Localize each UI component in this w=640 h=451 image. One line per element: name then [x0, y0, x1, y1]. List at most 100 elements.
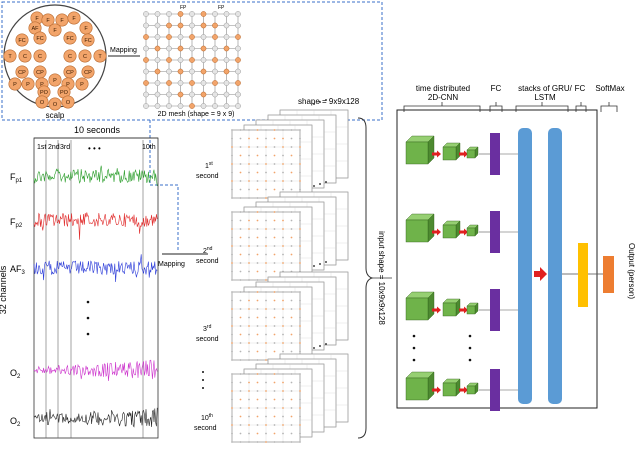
mesh-card-node — [231, 171, 233, 174]
mesh-card-node — [299, 407, 301, 409]
mesh-card-node — [256, 390, 259, 392]
electrode — [78, 49, 92, 63]
mesh-card-node — [299, 219, 301, 222]
electrode-label: CP — [36, 70, 44, 76]
channel-ellipsis-dot — [86, 300, 90, 304]
mesh-node — [166, 68, 172, 75]
cnn-cube-front — [442, 302, 457, 317]
softmax-label: SoftMax — [595, 84, 624, 93]
mesh-card-node — [231, 279, 233, 281]
mesh-node — [166, 91, 172, 98]
mesh-card-node — [231, 188, 233, 191]
second-label-3-word: second — [196, 336, 219, 343]
fc1-bar — [490, 369, 500, 411]
mesh-node — [223, 34, 230, 40]
mesh-card-node — [282, 291, 284, 293]
mesh-card-node — [239, 154, 242, 157]
mesh-node — [235, 68, 241, 75]
cnn-red-arrow — [459, 306, 468, 314]
eeg-mark-2nd: 2nd — [48, 144, 60, 151]
mesh-card-node — [290, 236, 293, 239]
cnn-ellipsis-dot — [412, 358, 416, 362]
eeg-plot-frame — [33, 137, 159, 439]
mesh-card-node — [273, 253, 276, 256]
stack-depth-dot — [325, 343, 327, 345]
electrode-label: FC — [66, 36, 73, 42]
mesh-card-node — [290, 390, 293, 392]
mesh-card-node — [265, 270, 267, 273]
mesh-card-node — [282, 219, 284, 222]
mesh-card-node — [256, 270, 259, 273]
mesh-node — [212, 68, 218, 75]
mesh-card-node — [248, 279, 250, 281]
mesh-card-node — [248, 228, 250, 230]
mesh-card-node — [239, 236, 242, 239]
mesh-card-node — [256, 228, 259, 230]
mesh-card-node — [273, 432, 276, 435]
mesh-card-node — [299, 299, 301, 302]
mesh-card-node — [231, 373, 233, 375]
mesh-card-node — [290, 245, 293, 247]
mesh-card-node — [256, 236, 259, 239]
mesh-card-node — [265, 154, 267, 157]
mesh-card-node — [248, 270, 250, 273]
cnn-ellipsis-dot — [412, 334, 416, 338]
mesh-card-node — [290, 441, 293, 443]
stack-depth-dot — [319, 183, 321, 185]
mesh-card-node — [299, 137, 301, 140]
mesh-card-node — [256, 262, 259, 264]
cnn-cube-front — [466, 385, 476, 395]
channel-ellipsis-dot — [86, 332, 90, 336]
mesh-card-node — [248, 432, 250, 435]
mesh-node — [223, 45, 230, 52]
mesh-card-node — [265, 308, 267, 310]
mesh-node — [143, 80, 149, 86]
mesh-card-node — [290, 171, 293, 174]
mesh-card-node — [282, 137, 284, 140]
mesh-card-node — [231, 432, 233, 435]
mesh-card-node — [273, 154, 276, 157]
cnn-cube-front — [405, 141, 429, 165]
cnn-red-arrow — [432, 386, 441, 394]
mesh-card-node — [231, 308, 233, 310]
mesh-node — [177, 103, 184, 109]
cnn-cube-front — [442, 146, 457, 161]
mesh-card-node — [265, 163, 267, 165]
mesh-node — [166, 103, 172, 109]
mesh-card-node — [273, 262, 276, 264]
mesh-card-node — [231, 180, 233, 182]
mesh-card-node — [290, 291, 293, 293]
mesh-card-node — [290, 350, 293, 353]
mesh-node — [223, 91, 230, 98]
mesh-caption: 2D mesh (shape = 9 x 9) — [158, 111, 235, 118]
mesh-card-node — [265, 262, 267, 264]
cnn-red-arrow — [432, 228, 441, 236]
mesh-node — [212, 80, 218, 86]
stack-shape-label: shape = 9x9x128 — [298, 97, 360, 106]
mesh-card-node — [256, 211, 259, 213]
mesh-card-node — [265, 398, 267, 401]
electrode-label: O — [53, 102, 58, 108]
mesh-card-node — [256, 441, 259, 443]
mesh-card-node — [239, 390, 242, 392]
mesh-card-node — [239, 146, 242, 148]
mesh-node — [235, 45, 241, 52]
mesh-card-node — [231, 163, 233, 165]
mesh-card-node — [256, 432, 259, 435]
mesh-card-node — [290, 299, 293, 302]
electrode-label: O — [66, 100, 71, 106]
second-label-1-num: 1st — [205, 161, 213, 170]
mesh-card-node — [282, 129, 284, 131]
mesh-card-node — [248, 333, 250, 336]
second-label-3-num: 3rd — [203, 324, 212, 333]
stack-depth-dot — [313, 185, 315, 187]
second-label-2-word: second — [196, 258, 219, 265]
electrode — [15, 33, 29, 47]
mapping-dashed-connector — [149, 120, 179, 250]
mesh-node — [189, 11, 195, 17]
mesh-node — [166, 45, 172, 52]
mesh-card-node — [265, 279, 267, 281]
mesh-card-node — [290, 342, 293, 344]
electrode-label: F — [53, 28, 57, 34]
mesh-card-node — [265, 171, 267, 174]
